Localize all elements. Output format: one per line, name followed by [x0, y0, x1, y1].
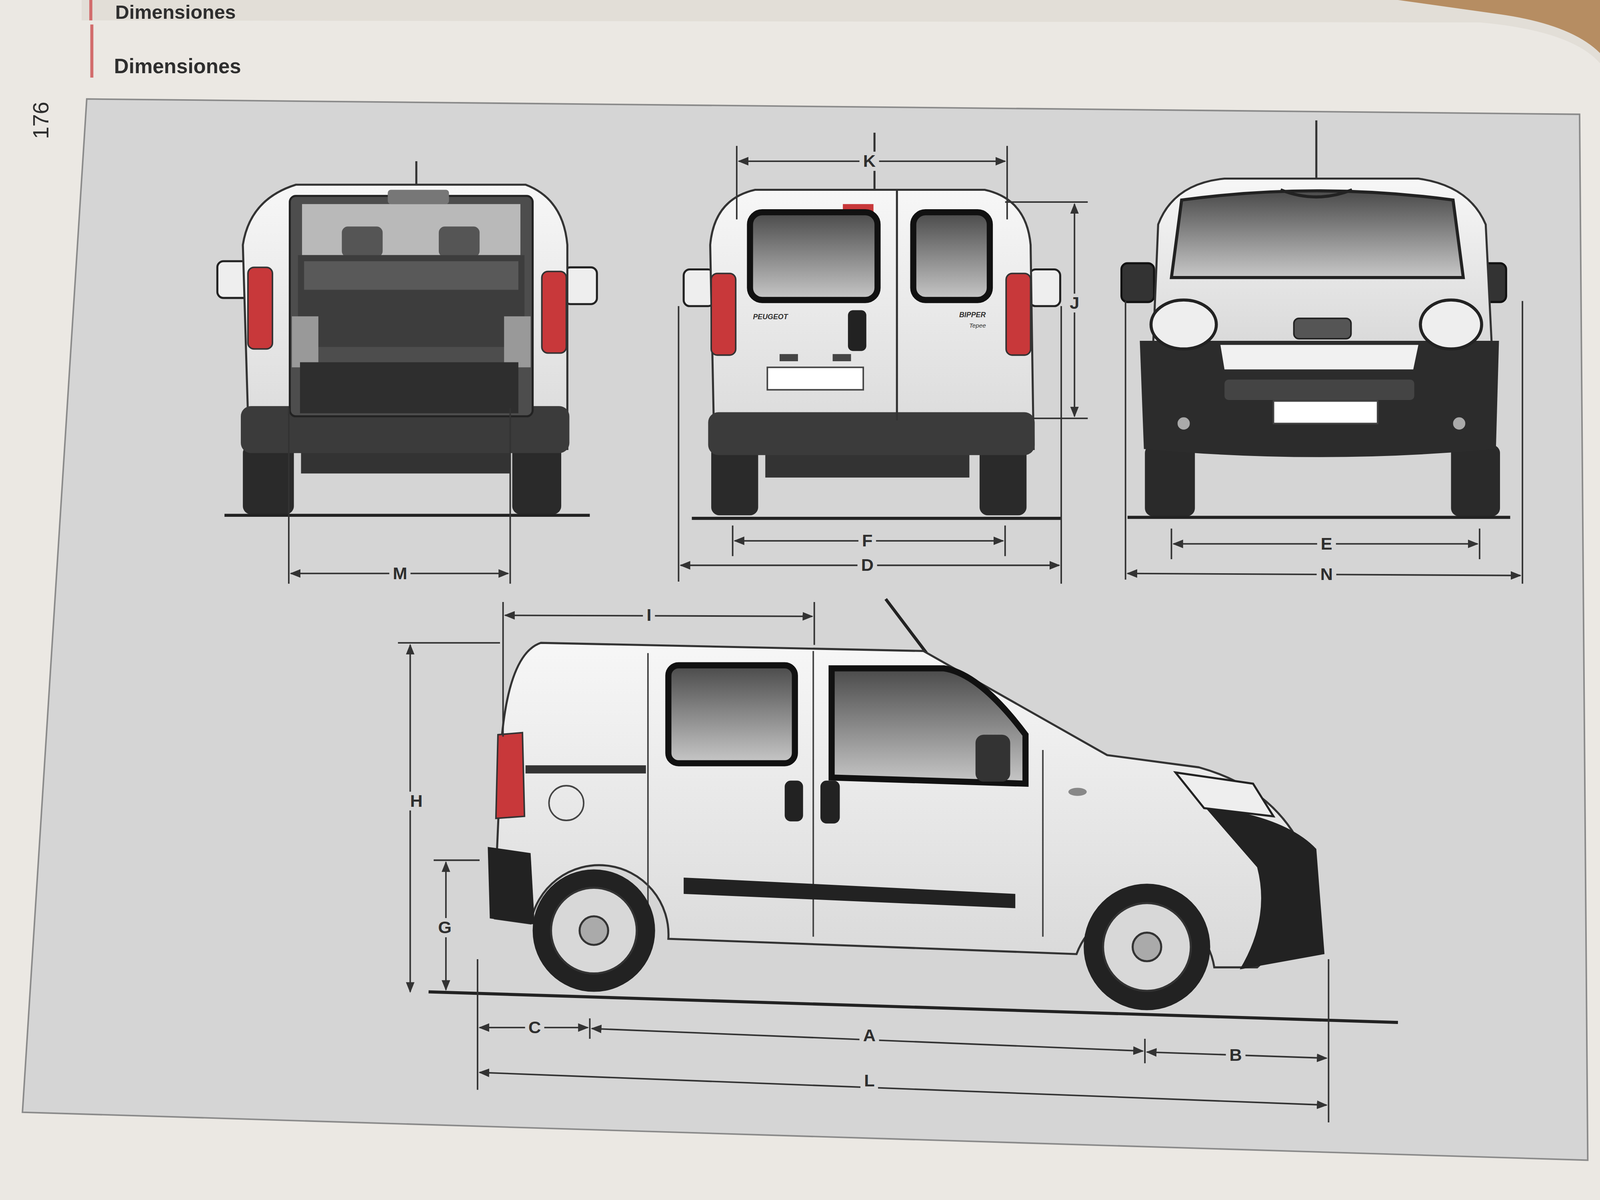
dimension-letter: M — [389, 564, 411, 584]
dimension-letter: A — [859, 1026, 880, 1046]
running-header: Dimensiones — [115, 1, 236, 23]
page-number: 176 — [28, 101, 54, 140]
dimension-letter: G — [434, 918, 456, 938]
dimension-letter: L — [860, 1071, 879, 1091]
dimension-letter: D — [857, 555, 878, 575]
diagram-panel — [22, 98, 1588, 1160]
page-title: Dimensiones — [114, 55, 242, 78]
dimension-lines — [288, 146, 1523, 1123]
dimension-letter: H — [406, 791, 426, 811]
previous-page — [81, 0, 1600, 64]
dimension-letter: J — [1066, 293, 1083, 313]
accent-bar — [89, 0, 93, 21]
dimension-letter: K — [859, 151, 880, 171]
dimension-letter: E — [1317, 534, 1336, 554]
dimension-letter: N — [1316, 564, 1337, 584]
table-surface — [1398, 0, 1600, 54]
rear-closed-view — [683, 132, 1062, 519]
side-view — [428, 598, 1398, 1023]
badge-text: Tepee — [969, 322, 986, 329]
badge-text: PEUGEOT — [752, 313, 788, 322]
dimension-letter: B — [1226, 1045, 1246, 1065]
badge-text: BIPPER — [959, 311, 986, 320]
dimension-letter: F — [858, 531, 876, 551]
accent-bar — [90, 24, 94, 78]
dimension-letter: C — [524, 1018, 545, 1038]
front-view — [1121, 120, 1511, 518]
rear-open-view — [217, 161, 597, 516]
dimension-letter: I — [643, 605, 655, 625]
